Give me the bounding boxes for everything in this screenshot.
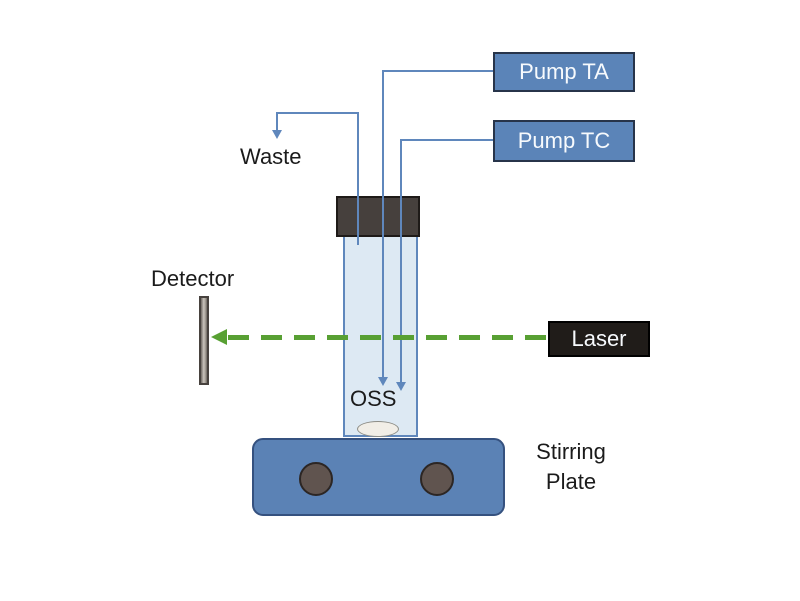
laser-beam [228, 335, 548, 340]
pump-tc-label: Pump TC [517, 128, 611, 153]
pump-tc-arrowhead-icon [396, 382, 406, 391]
knob-left [299, 462, 333, 496]
waste-tube-stub [276, 112, 278, 131]
oss-label: OSS [350, 386, 397, 411]
vessel-cap [336, 196, 420, 237]
waste-tube-horizontal [277, 112, 359, 114]
pump-tc-tube-vertical [400, 139, 402, 383]
laser-label: Laser [571, 326, 627, 351]
detector-bar [199, 296, 209, 385]
pump-tc-box: Pump TC [493, 120, 635, 162]
pump-ta-tube-horizontal [383, 70, 493, 72]
pump-tc-tube-horizontal [401, 139, 493, 141]
detector-label: Detector [151, 266, 235, 291]
waste-label: Waste [240, 144, 302, 169]
pump-ta-label: Pump TA [519, 59, 609, 84]
laser-arrowhead-icon [211, 329, 227, 345]
stir-bar [357, 421, 399, 437]
waste-tube-vertical [357, 112, 359, 245]
pump-ta-box: Pump TA [493, 52, 635, 92]
stirring-plate-label: Stirring Plate [536, 439, 606, 494]
laser-box: Laser [548, 321, 650, 357]
knob-right [420, 462, 454, 496]
pump-ta-tube-vertical [382, 70, 384, 378]
stirring-plate [252, 438, 505, 516]
pump-ta-arrowhead-icon [378, 377, 388, 386]
waste-arrowhead-icon [272, 130, 282, 139]
